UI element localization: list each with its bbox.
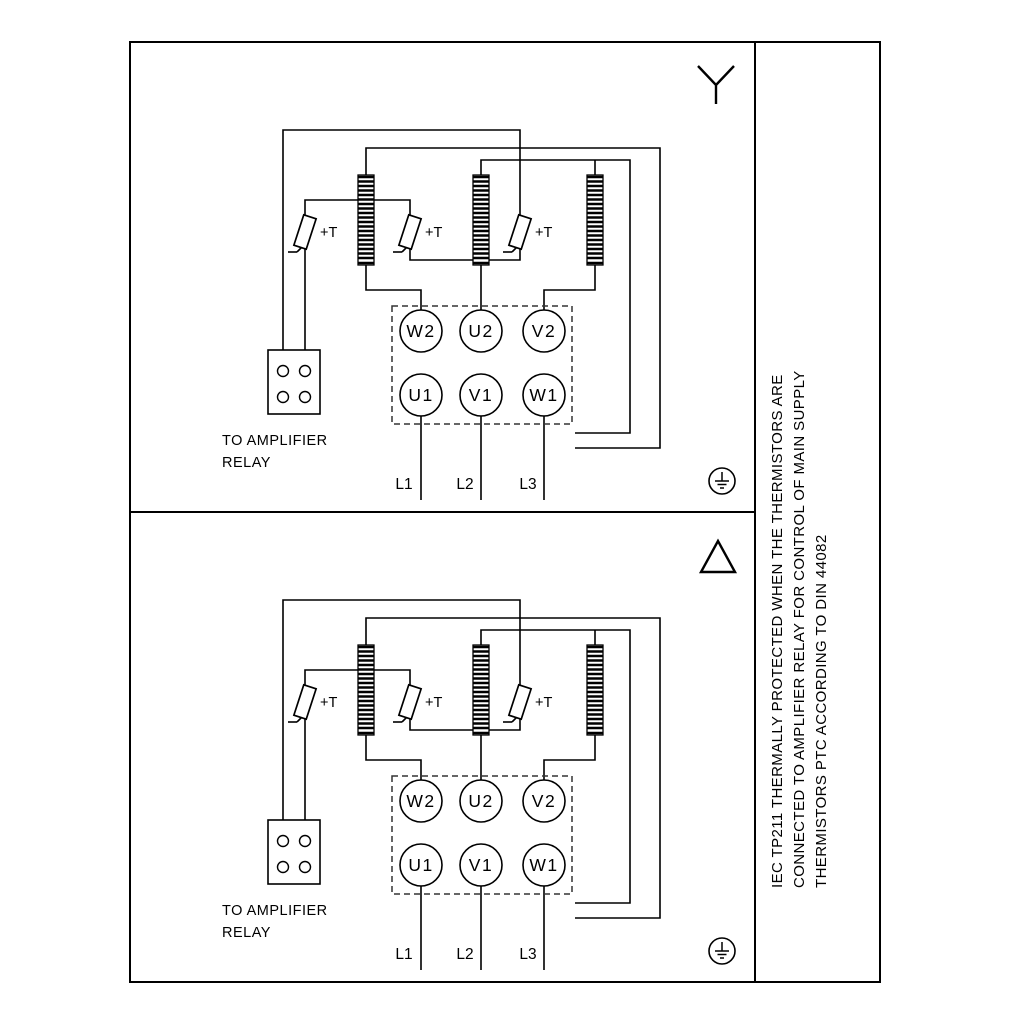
thermistor-label-2: +T <box>425 695 442 711</box>
supply-label-l2: L2 <box>456 476 473 493</box>
panel-delta-wiring <box>268 600 735 970</box>
side-note-line-1: IEC TP211 THERMALLY PROTECTED WHEN THE T… <box>769 374 786 888</box>
thermistor-label-3: +T <box>535 695 552 711</box>
supply-label-l3: L3 <box>519 476 536 493</box>
relay-label-line2: RELAY <box>222 455 271 471</box>
terminal-label-w1: W1 <box>529 385 558 405</box>
supply-label-l1: L1 <box>395 946 412 963</box>
thermistor-label-2: +T <box>425 225 442 241</box>
delta-symbol-icon <box>698 538 738 574</box>
side-note-line-3: THERMISTORS PTC ACCORDING TO DIN 44082 <box>813 534 830 888</box>
terminal-label-u2: U2 <box>468 791 493 811</box>
terminal-label-v2: V2 <box>532 791 556 811</box>
star-symbol-icon <box>697 65 735 104</box>
terminal-label-u1: U1 <box>408 385 433 405</box>
panel-star-wiring <box>268 130 735 500</box>
panel-star: +T +T +T W2 U2 V2 U1 V1 W1 L1 L2 L3 TO A… <box>222 65 735 500</box>
terminal-label-v2: V2 <box>532 321 556 341</box>
terminal-label-w1: W1 <box>529 855 558 875</box>
terminal-label-u2: U2 <box>468 321 493 341</box>
terminal-label-w2: W2 <box>406 791 435 811</box>
terminal-label-u1: U1 <box>408 855 433 875</box>
thermistor-label-1: +T <box>320 695 337 711</box>
side-note: IEC TP211 THERMALLY PROTECTED WHEN THE T… <box>769 370 830 888</box>
thermistor-label-3: +T <box>535 225 552 241</box>
supply-label-l1: L1 <box>395 476 412 493</box>
terminal-label-v1: V1 <box>469 385 493 405</box>
relay-label-line2: RELAY <box>222 925 271 941</box>
supply-label-l3: L3 <box>519 946 536 963</box>
relay-label-line1: TO AMPLIFIER <box>222 903 328 919</box>
supply-label-l2: L2 <box>456 946 473 963</box>
terminal-label-v1: V1 <box>469 855 493 875</box>
thermistor-label-1: +T <box>320 225 337 241</box>
relay-label-line1: TO AMPLIFIER <box>222 433 328 449</box>
terminal-label-w2: W2 <box>406 321 435 341</box>
panel-delta: +T +T +T W2 U2 V2 U1 V1 W1 L1 L2 L3 TO A… <box>222 538 738 970</box>
side-note-line-2: CONNECTED TO AMPLIFIER RELAY FOR CONTROL… <box>791 370 808 888</box>
